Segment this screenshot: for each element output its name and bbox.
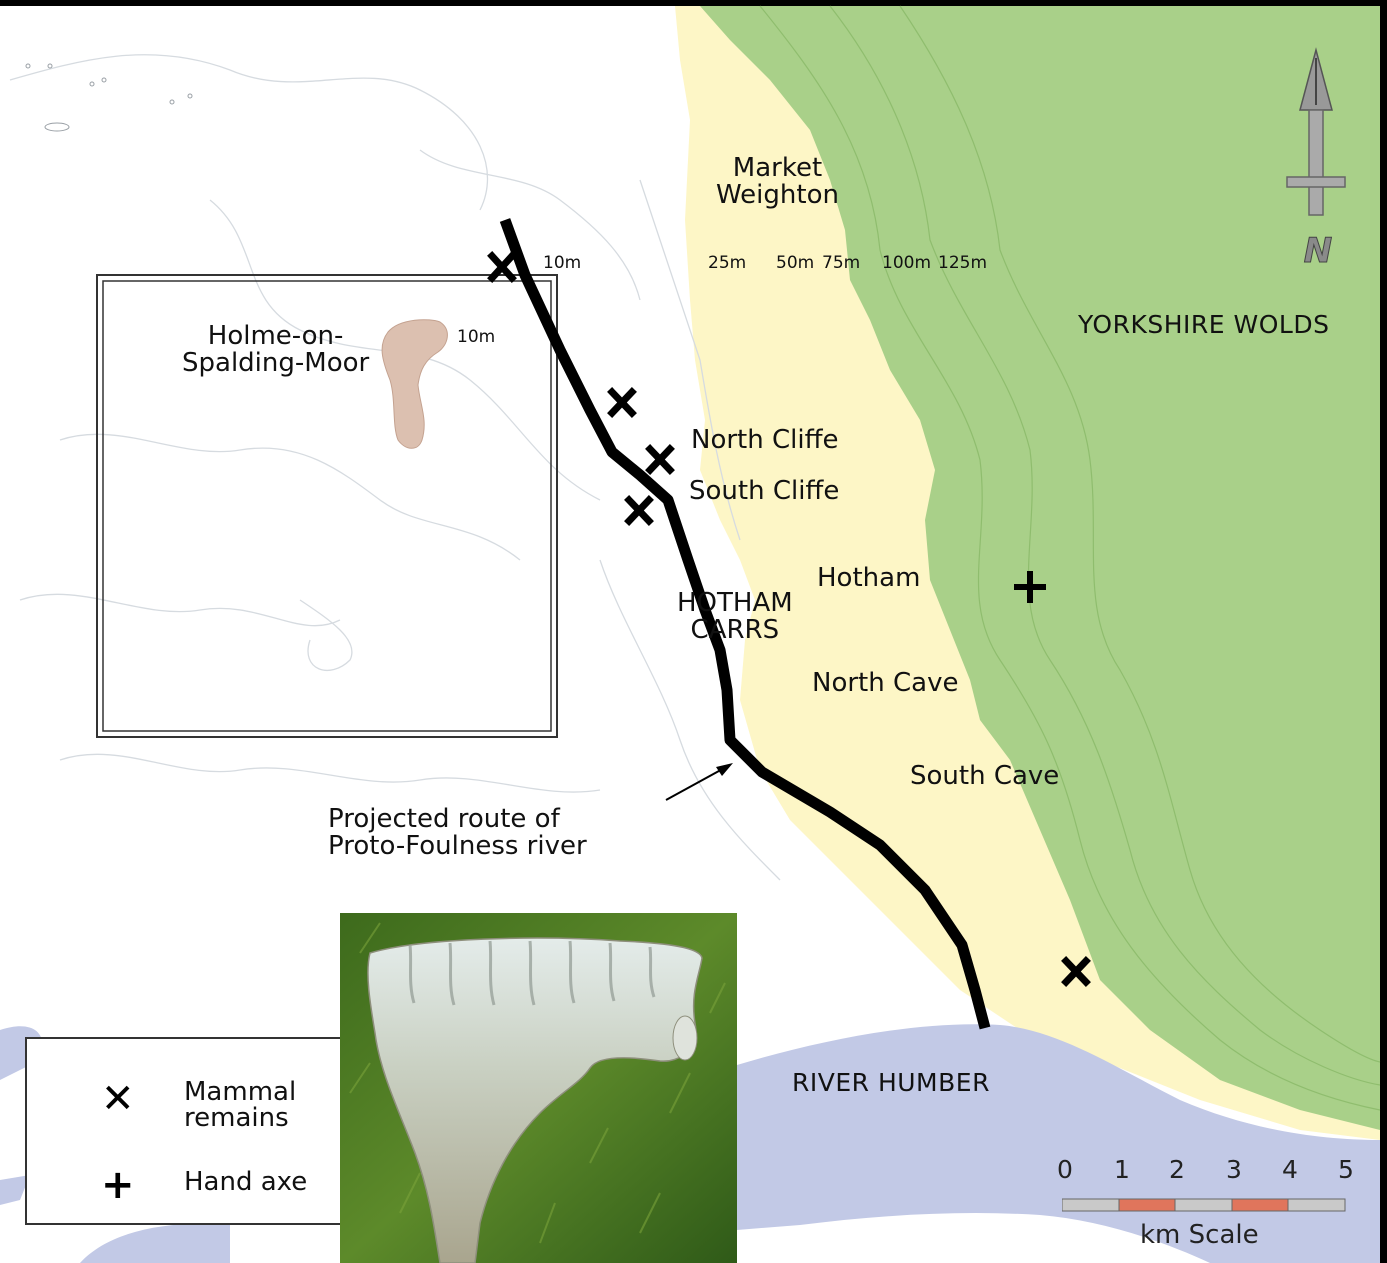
label-south-cave: South Cave (910, 761, 1060, 791)
route-annotation: Projected route of Proto-Foulness river (328, 804, 587, 861)
km-scale: 0 1 2 3 4 5 km Scale (1050, 1155, 1360, 1255)
river-left-arm (0, 1026, 230, 1263)
contour-label-50m: 50m (776, 253, 815, 273)
proto-foulness-route (499, 218, 991, 1030)
legend-mammal-label: Mammal remains (184, 1077, 297, 1133)
small-islets (25, 63, 193, 132)
legend: ✕ Mammal remains + Hand axe (25, 1037, 355, 1225)
contour-label-25m: 25m (708, 253, 747, 273)
label-hotham: Hotham (817, 563, 921, 593)
mammal-markers (487, 251, 1091, 987)
label-holme: Holme-on- Spalding-Moor (182, 321, 370, 378)
mammal-marker (624, 495, 654, 526)
contour-label-10m-holme: 10m (457, 327, 496, 347)
scale-tick: 1 (1114, 1155, 1130, 1184)
annotation-arrow (665, 765, 729, 801)
contour-label-10m: 10m (543, 253, 582, 273)
scale-tick: 3 (1226, 1155, 1242, 1184)
study-area-frame (96, 274, 558, 738)
contour-label-75m: 75m (822, 253, 861, 273)
label-market-weighton: Market Weighton (716, 153, 839, 210)
label-north-cliffe: North Cliffe (691, 425, 839, 455)
scale-caption: km Scale (1140, 1220, 1259, 1250)
label-south-cliffe: South Cliffe (689, 476, 840, 506)
label-river-humber: RIVER HUMBER (792, 1068, 990, 1097)
legend-handaxe-symbol: + (101, 1162, 135, 1208)
label-north-cave: North Cave (812, 668, 959, 698)
contour-label-100m: 100m (882, 253, 932, 273)
scale-tick: 4 (1282, 1155, 1298, 1184)
mammal-marker (487, 251, 517, 283)
mammoth-tooth-photo (340, 913, 737, 1263)
legend-handaxe-label: Hand axe (184, 1167, 308, 1197)
label-yorkshire-wolds: YORKSHIRE WOLDS (1078, 310, 1330, 339)
mammal-marker (607, 387, 637, 418)
north-arrow-icon: N (1286, 47, 1346, 272)
legend-mammal-symbol: ✕ (101, 1076, 135, 1122)
contour-label-125m: 125m (938, 253, 988, 273)
north-letter: N (1304, 231, 1332, 271)
mammal-marker (1061, 956, 1091, 987)
scale-bar (1062, 1198, 1346, 1212)
mammal-marker (645, 444, 675, 475)
scale-tick: 5 (1338, 1155, 1354, 1184)
wolds-region (700, 6, 1380, 1130)
hand-axe-marker (1014, 571, 1046, 603)
holme-hill (381, 319, 448, 449)
scale-tick: 0 (1057, 1155, 1073, 1184)
contour-lines (759, 5, 1381, 1111)
scale-tick: 2 (1169, 1155, 1185, 1184)
label-hotham-carrs: HOTHAM CARRS (677, 588, 793, 645)
